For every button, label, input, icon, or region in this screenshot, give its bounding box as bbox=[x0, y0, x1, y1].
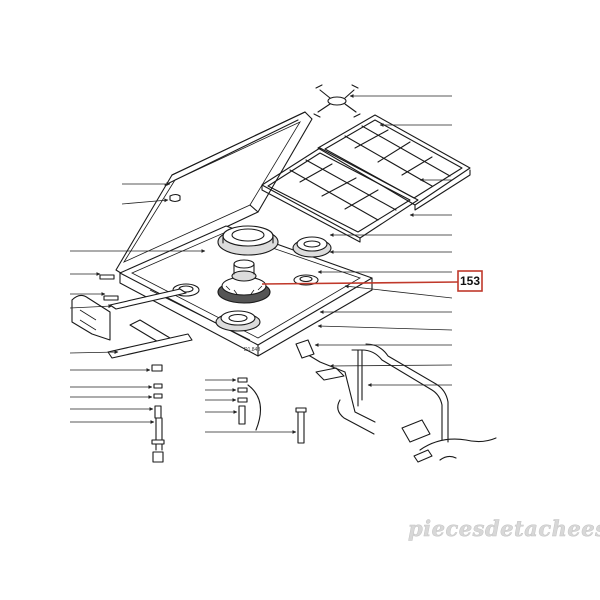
watermark-text: piecesdetacheeselec.com bbox=[408, 516, 600, 541]
glass-lid bbox=[115, 111, 313, 276]
callout-box[interactable] bbox=[457, 270, 483, 292]
callout-leader-line bbox=[261, 281, 459, 285]
gas-pipework bbox=[295, 339, 497, 463]
leader-lines bbox=[69, 94, 453, 434]
drawing-code: D1.848 bbox=[244, 347, 260, 353]
callout-label: 153 bbox=[460, 274, 480, 288]
pan-support-grids bbox=[261, 114, 471, 243]
burner-support-cross bbox=[313, 84, 361, 118]
left-side-parts bbox=[71, 274, 193, 463]
callout-153[interactable]: 153 bbox=[261, 270, 483, 292]
burners bbox=[172, 225, 332, 332]
centre-small-parts bbox=[237, 377, 307, 444]
